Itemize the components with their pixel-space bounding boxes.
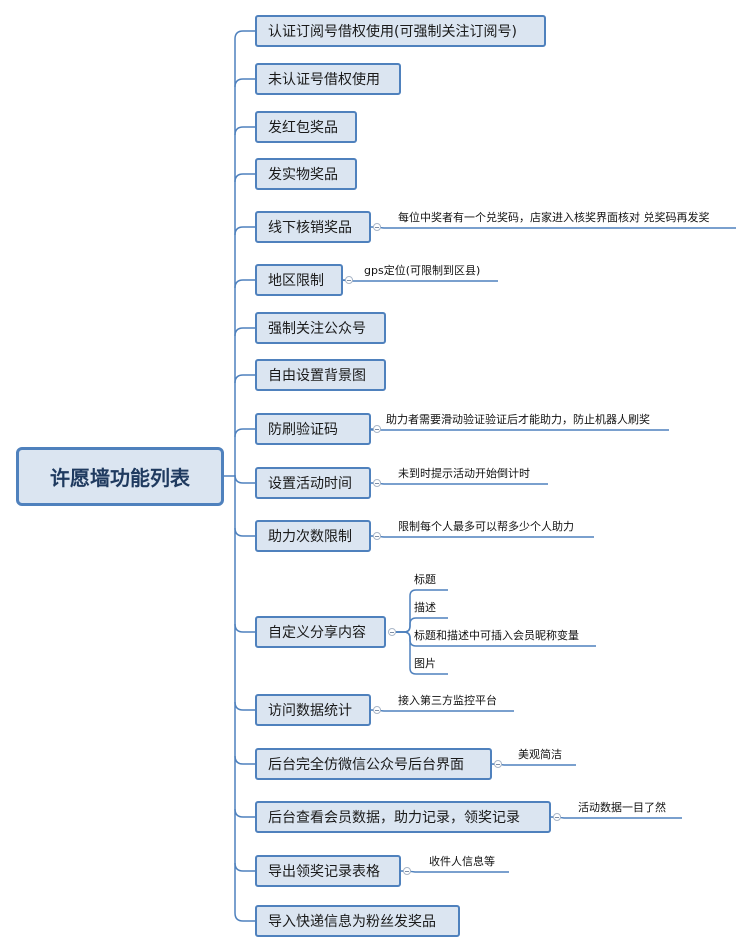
- note-connector: [369, 535, 594, 538]
- branch-topic[interactable]: 未认证号借权使用: [255, 63, 401, 95]
- branch-topic-label: 自由设置背景图: [268, 368, 366, 384]
- branch-topic[interactable]: 后台查看会员数据，助力记录，领奖记录: [255, 801, 551, 833]
- branch-topic[interactable]: 防刷验证码: [255, 413, 371, 445]
- collapse-toggle-icon[interactable]: [403, 867, 411, 875]
- branch-topic-label: 认证订阅号借权使用(可强制关注订阅号): [268, 24, 517, 40]
- branch-connector: [234, 78, 255, 88]
- branch-connector: [234, 374, 255, 384]
- note-connector: [369, 482, 548, 485]
- collapse-toggle-icon[interactable]: [494, 760, 502, 768]
- collapse-toggle-icon[interactable]: [373, 425, 381, 433]
- branch-topic-label: 设置活动时间: [268, 476, 352, 492]
- collapse-toggle-icon[interactable]: [373, 706, 381, 714]
- branch-topic-label: 防刷验证码: [268, 422, 338, 438]
- branch-topic[interactable]: 导入快递信息为粉丝发奖品: [255, 905, 460, 937]
- branch-connector: [234, 755, 255, 765]
- branch-topic-label: 导出领奖记录表格: [268, 864, 380, 880]
- branch-topic-label: 发红包奖品: [268, 120, 338, 136]
- note-label: 收件人信息等: [429, 855, 495, 868]
- note-connector: [357, 428, 669, 431]
- branch-topic-label: 助力次数限制: [268, 529, 352, 545]
- root-topic-label: 许愿墙功能列表: [50, 466, 190, 490]
- branch-topic[interactable]: 强制关注公众号: [255, 312, 386, 344]
- collapse-toggle-icon[interactable]: [373, 479, 381, 487]
- note-label: 限制每个人最多可以帮多少个人助力: [398, 520, 574, 533]
- branch-topic[interactable]: 导出领奖记录表格: [255, 855, 401, 887]
- note-connector: [396, 631, 448, 675]
- root-topic[interactable]: 许愿墙功能列表: [16, 447, 224, 506]
- note-label: 助力者需要滑动验证验证后才能助力，防止机器人刷奖: [386, 413, 650, 426]
- branch-topic[interactable]: 自由设置背景图: [255, 359, 386, 391]
- branch-topic-label: 发实物奖品: [268, 167, 338, 183]
- note-connector: [369, 226, 736, 229]
- branch-topic-label: 导入快递信息为粉丝发奖品: [268, 914, 436, 930]
- note-label: 接入第三方监控平台: [398, 694, 497, 707]
- note-connector: [549, 816, 682, 819]
- note-label: 描述: [414, 601, 436, 614]
- branch-topic-label: 线下核销奖品: [268, 220, 352, 236]
- branch-connector: [234, 327, 255, 337]
- branch-connector: [234, 808, 255, 818]
- branch-topic-label: 地区限制: [268, 273, 324, 289]
- note-label: gps定位(可限制到区县): [364, 264, 481, 277]
- collapse-toggle-icon[interactable]: [553, 813, 561, 821]
- note-label: 活动数据一目了然: [578, 801, 666, 814]
- branch-connector: [234, 912, 255, 922]
- branch-connector: [234, 474, 255, 484]
- branch-topic-label: 后台查看会员数据，助力记录，领奖记录: [268, 810, 520, 826]
- note-label: 未到时提示活动开始倒计时: [398, 467, 530, 480]
- branch-topic-label: 自定义分享内容: [268, 625, 366, 641]
- branch-topic-label: 访问数据统计: [268, 703, 352, 719]
- branch-topic[interactable]: 发实物奖品: [255, 158, 357, 190]
- branch-topic[interactable]: 地区限制: [255, 264, 343, 296]
- note-label: 美观简洁: [518, 748, 562, 761]
- branch-topic[interactable]: 自定义分享内容: [255, 616, 386, 648]
- branch-connector: [234, 527, 255, 537]
- branch-connector: [234, 279, 255, 289]
- branch-topic[interactable]: 发红包奖品: [255, 111, 357, 143]
- branch-connector: [234, 428, 255, 438]
- branch-connector: [234, 701, 255, 711]
- collapse-toggle-icon[interactable]: [373, 532, 381, 540]
- note-label: 图片: [414, 657, 436, 670]
- branch-topic[interactable]: 助力次数限制: [255, 520, 371, 552]
- branch-connector: [234, 226, 255, 236]
- branch-topic[interactable]: 设置活动时间: [255, 467, 371, 499]
- note-connector: [369, 709, 514, 712]
- branch-connector: [234, 30, 255, 40]
- branch-connector: [234, 126, 255, 136]
- branch-topic-label: 强制关注公众号: [268, 321, 366, 337]
- note-label: 标题和描述中可插入会员昵称变量: [414, 629, 579, 642]
- note-connector: [489, 763, 576, 766]
- branch-topic[interactable]: 认证订阅号借权使用(可强制关注订阅号): [255, 15, 546, 47]
- collapse-toggle-icon[interactable]: [388, 628, 396, 636]
- note-label: 标题: [414, 573, 436, 586]
- branch-connector: [234, 173, 255, 183]
- branch-connector: [234, 862, 255, 872]
- collapse-toggle-icon[interactable]: [373, 223, 381, 231]
- note-label: 每位中奖者有一个兑奖码，店家进入核奖界面核对 兑奖码再发奖: [398, 211, 710, 224]
- collapse-toggle-icon[interactable]: [345, 276, 353, 284]
- branch-topic-label: 未认证号借权使用: [268, 72, 380, 88]
- note-connector: [400, 870, 509, 873]
- branch-topic[interactable]: 访问数据统计: [255, 694, 371, 726]
- branch-topic[interactable]: 线下核销奖品: [255, 211, 371, 243]
- branch-connector: [234, 623, 255, 633]
- note-connector: [335, 279, 498, 282]
- branch-topic-label: 后台完全仿微信公众号后台界面: [268, 757, 464, 773]
- branch-topic[interactable]: 后台完全仿微信公众号后台界面: [255, 748, 492, 780]
